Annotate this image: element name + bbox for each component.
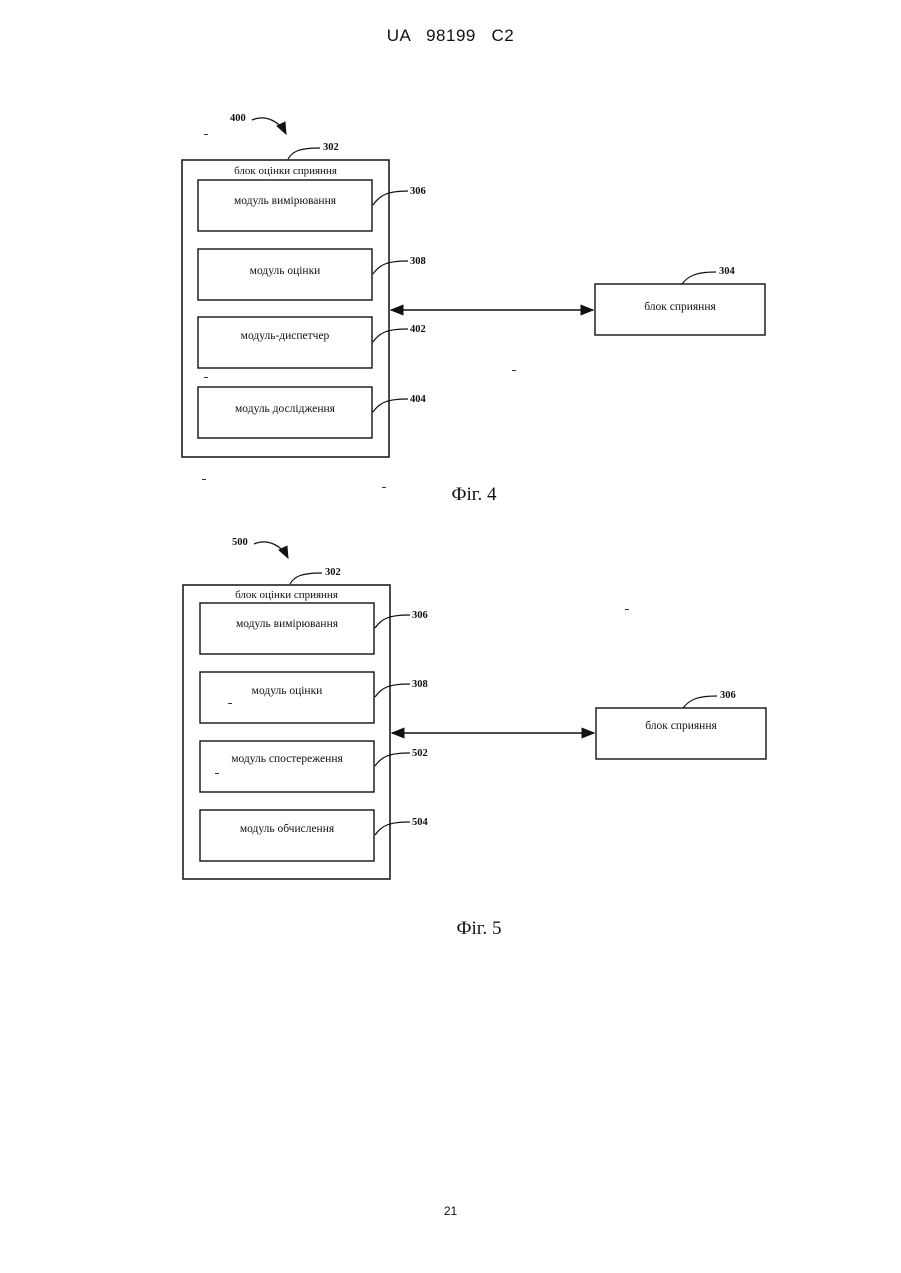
- module-label: модуль спостереження: [200, 753, 374, 765]
- ref-400-pointer: [252, 118, 286, 134]
- module-label: модуль-диспетчер: [198, 330, 372, 342]
- scan-speck: [228, 703, 232, 704]
- scan-speck: [215, 773, 219, 774]
- figure-5-drawing: [0, 534, 901, 944]
- outer-box-title: блок оцінки сприяння: [182, 165, 389, 177]
- module-ref: 308: [412, 679, 428, 690]
- module-ref: 502: [412, 748, 428, 759]
- figure-ref: 500: [232, 537, 248, 548]
- outer-box-title: блок оцінки сприяння: [183, 589, 390, 601]
- scan-speck: [512, 370, 516, 371]
- figure-ref: 400: [230, 113, 246, 124]
- module-ref: 504: [412, 817, 428, 828]
- module-ref: 306: [410, 186, 426, 197]
- external-box-ref: 304: [719, 266, 735, 277]
- module-box: [200, 810, 374, 861]
- module-box: [200, 672, 374, 723]
- module-box: [198, 317, 372, 368]
- module-ref: 402: [410, 324, 426, 335]
- module-ref: 308: [410, 256, 426, 267]
- module-label: модуль обчислення: [200, 823, 374, 835]
- module-label: модуль вимірювання: [198, 195, 372, 207]
- scan-speck: [382, 487, 386, 488]
- module-label: модуль дослідження: [198, 403, 372, 415]
- module-label: модуль оцінки: [198, 265, 372, 277]
- module-ref: 306: [412, 610, 428, 621]
- module-ref: 404: [410, 394, 426, 405]
- external-box-ref: 306: [720, 690, 736, 701]
- scan-speck: [204, 134, 208, 135]
- module-box: [200, 741, 374, 792]
- scan-speck: [625, 609, 629, 610]
- figure-caption: Фіг. 4: [374, 484, 574, 506]
- figure-4: 400 блок оцінки сприяння 302 модуль вимі…: [0, 110, 901, 510]
- figure-5: 500 блок оцінки сприяння 302 модуль вимі…: [0, 534, 901, 944]
- module-label: модуль оцінки: [200, 685, 374, 697]
- external-box-label: блок сприяння: [596, 720, 766, 732]
- figure-caption: Фіг. 5: [379, 918, 579, 940]
- scan-speck: [202, 479, 206, 480]
- page-number: 21: [0, 1204, 901, 1218]
- document-header: UA 98199 C2: [0, 26, 901, 46]
- outer-box-ref: 302: [323, 142, 339, 153]
- figure-4-drawing: [0, 110, 901, 510]
- external-box: [596, 708, 766, 759]
- ref-500-pointer: [254, 542, 288, 558]
- outer-box-ref: 302: [325, 567, 341, 578]
- module-label: модуль вимірювання: [200, 618, 374, 630]
- scan-speck: [204, 377, 208, 378]
- external-box-label: блок сприяння: [595, 301, 765, 313]
